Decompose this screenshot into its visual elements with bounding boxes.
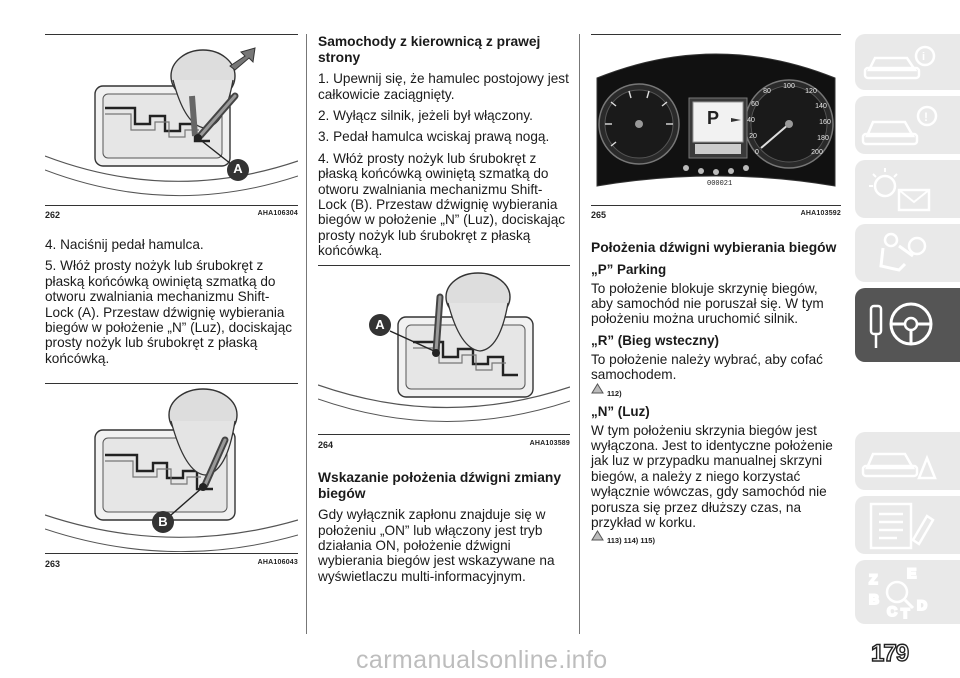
svg-text:40: 40 — [747, 117, 755, 124]
section-heading-right-hand-drive: Samochody z kierownicą z prawej strony — [318, 34, 541, 65]
lights-message-icon — [869, 168, 931, 212]
svg-text:20: 20 — [749, 133, 757, 140]
step-4-paragraph: 4. Włóż prosty nożyk lub śrubokręt z pła… — [318, 150, 566, 259]
svg-text:160: 160 — [819, 119, 831, 126]
figure-number: 264 — [318, 440, 334, 450]
column-divider — [306, 34, 307, 634]
figure-caption-rule — [318, 434, 570, 435]
tab-starting-driving[interactable] — [855, 288, 960, 362]
svg-text:200: 200 — [811, 149, 823, 156]
service-list-icon — [869, 502, 935, 550]
svg-text:180: 180 — [817, 135, 829, 142]
figure-code: AHA103592 — [800, 210, 841, 217]
step-5-paragraph: 5. Włóż prosty nożyk lub śrubokręt z pła… — [45, 258, 293, 366]
gear-indicator-display: P — [707, 108, 720, 128]
figure-265-instrument-cluster: 0 20 40 60 80 100 120 140 160 180 200 P 000021 — [591, 36, 841, 204]
middle-text-block: Samochody z kierownicą z prawej strony 1… — [318, 34, 570, 265]
car-warning-icon: ! — [861, 105, 938, 146]
position-r-title: „R” (Bieg wsteczny) — [591, 332, 719, 348]
position-n-title: „N” (Luz) — [591, 403, 650, 419]
position-p-text: To położenie blokuje skrzynię biegów, ab… — [591, 280, 824, 327]
position-r-text: To położenie należy wybrać, aby cofać sa… — [591, 351, 823, 383]
figure-262-shift-lock-release: A — [45, 36, 298, 204]
figure-263-shift-lock-release: B — [45, 385, 298, 552]
airbag-seat-icon — [879, 232, 927, 272]
figure-264-caption: 264 AHA103589 — [318, 440, 570, 452]
figure-caption-rule — [591, 205, 841, 206]
car-info-icon: i — [863, 45, 936, 80]
warning-reference-r: 112) — [591, 382, 841, 398]
svg-text:Z: Z — [869, 571, 878, 587]
figure-caption-rule — [45, 205, 298, 206]
position-p-title: „P” Parking — [591, 261, 667, 277]
reference-number: 112) — [607, 388, 622, 398]
tab-service[interactable] — [855, 496, 960, 554]
callout-label-a: A — [375, 317, 385, 332]
watermark: carmanualsonline.info — [356, 646, 608, 674]
svg-text:T: T — [901, 605, 910, 621]
right-text-block: Położenia dźwigni wybierania biegów „P” … — [591, 240, 841, 551]
steering-key-icon — [869, 302, 933, 348]
tab-car-info[interactable]: i — [855, 34, 960, 90]
figure-number: 263 — [45, 559, 61, 569]
figure-top-rule — [45, 34, 298, 35]
figure-code: AHA106043 — [257, 559, 298, 566]
figure-264-shift-lock-release: A — [318, 267, 570, 432]
left-text-block: 4. Naciśnij pedał hamulca. 5. Włóż prost… — [45, 237, 298, 372]
figure-top-rule — [318, 265, 570, 266]
figure-number: 265 — [591, 210, 607, 220]
svg-text:!: ! — [924, 110, 928, 124]
step-3-paragraph: 3. Pedał hamulca wciskaj prawą nogą. — [318, 129, 550, 145]
svg-text:80: 80 — [763, 88, 771, 95]
figure-263-caption: 263 AHA106043 — [45, 559, 298, 571]
svg-text:140: 140 — [815, 103, 827, 110]
figure-code: AHA103589 — [529, 440, 570, 447]
figure-code: AHA106304 — [257, 210, 298, 217]
warning-triangle-icon — [591, 530, 604, 541]
svg-text:100: 100 — [783, 83, 795, 90]
figure-265-caption: 265 AHA103592 — [591, 210, 841, 222]
svg-text:60: 60 — [751, 101, 759, 108]
position-n-text: W tym położeniu skrzynia biegów jest wył… — [591, 422, 833, 531]
figure-top-rule — [45, 383, 298, 384]
page-number: 179 — [870, 639, 909, 667]
callout-label-a: A — [233, 161, 243, 176]
odometer-readout: 000021 — [707, 180, 733, 188]
tab-car-warning[interactable]: ! — [855, 96, 960, 154]
car-breakdown-icon — [861, 452, 937, 480]
gear-indication-paragraph: Gdy wyłącznik zapłonu znajduje się w poł… — [318, 507, 555, 584]
figure-262-caption: 262 AHA106304 — [45, 210, 298, 222]
step-4-paragraph: 4. Naciśnij pedał hamulca. — [45, 237, 204, 252]
svg-text:C: C — [887, 603, 897, 619]
step-1-paragraph: 1. Upewnij się, że hamulec postojowy jes… — [318, 71, 569, 102]
step-2-paragraph: 2. Wyłącz silnik, jeżeli był włączony. — [318, 108, 533, 123]
tab-breakdown[interactable] — [855, 432, 960, 490]
reference-number: 113) 114) 115) — [607, 536, 655, 546]
svg-text:i: i — [922, 51, 925, 63]
svg-text:D: D — [917, 597, 927, 613]
section-heading-gear-indication: Wskazanie położenia dźwigni zmiany biegó… — [318, 470, 562, 501]
warning-triangle-icon — [591, 382, 604, 394]
callout-label-b: B — [158, 514, 168, 529]
tab-lights-messages[interactable] — [855, 160, 960, 218]
warning-reference-n: 113) 114) 115) — [591, 530, 841, 546]
svg-text:E: E — [907, 565, 916, 581]
middle-text-block-2: Wskazanie położenia dźwigni zmiany biegó… — [318, 470, 570, 590]
column-divider — [579, 34, 580, 634]
figure-number: 262 — [45, 210, 61, 220]
figure-top-rule — [591, 34, 841, 35]
svg-text:120: 120 — [805, 88, 817, 95]
svg-text:B: B — [869, 591, 879, 607]
section-heading-gear-positions: Położenia dźwigni wybierania biegów — [591, 240, 837, 255]
figure-caption-rule — [45, 553, 298, 554]
tab-safety[interactable] — [855, 224, 960, 282]
svg-text:0: 0 — [755, 149, 759, 156]
